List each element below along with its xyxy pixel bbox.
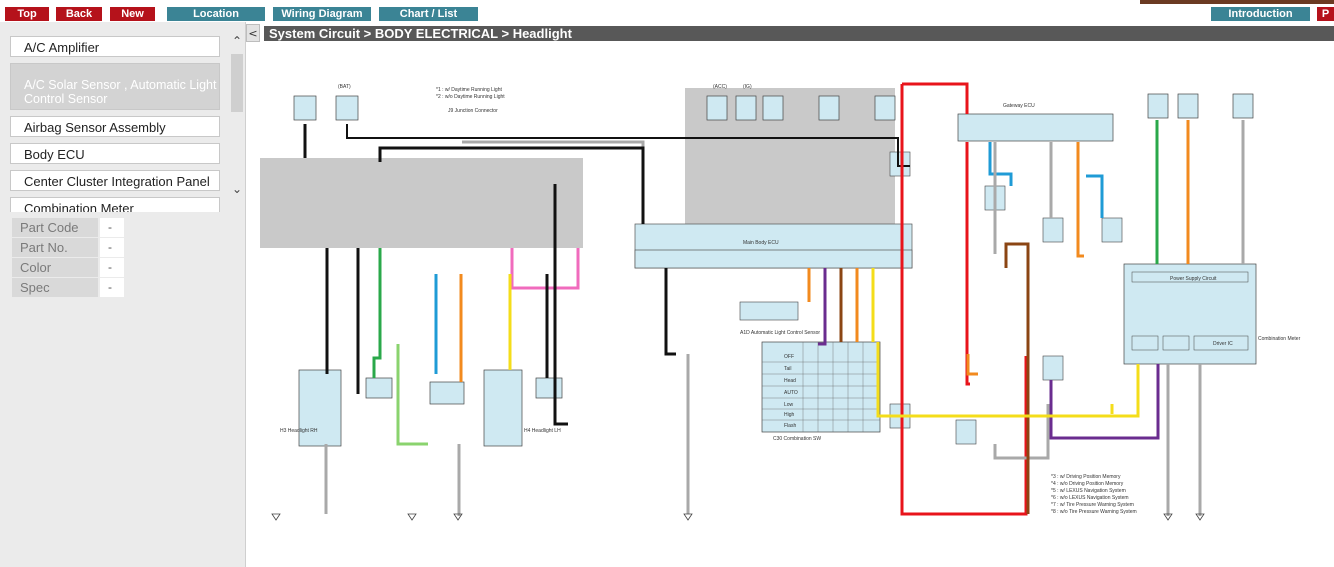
list-item[interactable]: Center Cluster Integration Panel — [10, 170, 220, 191]
collapse-panel-button[interactable]: < — [246, 24, 260, 42]
list-item-selected[interactable]: A/C Solar Sensor , Automatic Light Contr… — [10, 63, 220, 110]
switch-head-label: Head — [784, 378, 796, 384]
top-toolbar: Top Back New Location Wiring Diagram Cha… — [0, 0, 1334, 22]
note-bottom-2: *4 : w/o Driving Position Memory — [1051, 481, 1124, 487]
combination-meter-label: Combination Meter — [1258, 336, 1301, 342]
note-bottom-4: *6 : w/o LEXUS Navigation System — [1051, 495, 1129, 501]
switch-auto-label: AUTO — [784, 390, 798, 396]
location-button[interactable]: Location — [167, 7, 265, 21]
back-button[interactable]: Back — [56, 7, 102, 21]
list-item[interactable]: A/C Amplifier — [10, 36, 220, 57]
property-value: - — [100, 218, 124, 237]
wire-harness — [303, 82, 1245, 516]
driver-ic-label: Driver IC — [1213, 341, 1233, 347]
property-value: - — [100, 258, 124, 277]
switch-off-label: OFF — [784, 354, 794, 360]
combination-switch[interactable] — [761, 341, 881, 433]
relay-block — [260, 158, 583, 248]
list-item[interactable]: Body ECU — [10, 143, 220, 164]
property-row: Part Code - — [12, 218, 124, 237]
headlight-rh-label: H3 Headlight RH — [280, 428, 318, 434]
note-top-1: *1 : w/ Daytime Running Light — [436, 87, 502, 93]
property-row: Part No. - — [12, 238, 124, 257]
property-label: Part Code — [12, 218, 98, 237]
property-row: Spec - — [12, 278, 124, 297]
note-bottom-6: *8 : w/o Tire Pressure Warning System — [1051, 509, 1137, 515]
component-list[interactable]: A/C Amplifier A/C Solar Sensor , Automat… — [10, 34, 230, 212]
list-item[interactable]: Combination Meter — [10, 197, 220, 212]
chevron-up-icon[interactable]: ⌃ — [231, 34, 243, 48]
part-properties: Part Code - Part No. - Color - Spec - — [12, 218, 124, 298]
new-button[interactable]: New — [110, 7, 155, 21]
note-top-2: *2 : w/o Daytime Running Light — [436, 94, 505, 100]
property-row: Color - — [12, 258, 124, 277]
wiring-diagram[interactable]: Gateway ECU Power Supply Circuit Driver … — [258, 44, 1334, 567]
ground-icon — [271, 513, 1205, 521]
list-scrollbar[interactable]: ⌃ ⌄ — [230, 34, 244, 202]
switch-tail-label: Tail — [784, 366, 792, 372]
switch-low-label: Low — [784, 402, 794, 408]
note-bottom-5: *7 : w/ Tire Pressure Warning System — [1051, 502, 1134, 508]
property-label: Part No. — [12, 238, 98, 257]
switch-high-label: High — [784, 412, 795, 418]
gateway-ecu[interactable] — [957, 113, 1114, 142]
power-supply-label: Power Supply Circuit — [1170, 276, 1217, 282]
scrollbar-thumb[interactable] — [231, 54, 243, 112]
list-item[interactable]: Airbag Sensor Assembly — [10, 116, 220, 137]
property-value: - — [100, 238, 124, 257]
chart-list-button[interactable]: Chart / List — [379, 7, 478, 21]
fuse-bat-label: (BAT) — [338, 84, 351, 90]
headlight-lh-unit[interactable] — [483, 369, 523, 447]
chevron-down-icon[interactable]: ⌄ — [231, 182, 243, 196]
headlight-rh-unit[interactable] — [298, 369, 342, 447]
fuse-ig-label: (IG) — [743, 84, 752, 90]
property-label: Color — [12, 258, 98, 277]
note-bottom-1: *3 : w/ Driving Position Memory — [1051, 474, 1121, 480]
gateway-ecu-label: Gateway ECU — [1003, 103, 1035, 109]
introduction-button[interactable]: Introduction — [1211, 7, 1310, 21]
switch-flash-label: Flash — [784, 423, 796, 429]
note-bottom-3: *5 : w/ LEXUS Navigation System — [1051, 488, 1126, 494]
p-button[interactable]: P — [1317, 7, 1334, 21]
top-right-strip — [1140, 0, 1334, 4]
fuse-acc-label: (ACC) — [713, 84, 727, 90]
property-label: Spec — [12, 278, 98, 297]
property-value: - — [100, 278, 124, 297]
main-body-ecu-label: Main Body ECU — [743, 240, 779, 246]
headlight-lh-label: H4 Headlight LH — [524, 428, 561, 434]
junction-connector-label: J9 Junction Connector — [448, 108, 498, 114]
wiring-diagram-button[interactable]: Wiring Diagram — [273, 7, 371, 21]
breadcrumb: System Circuit > BODY ELECTRICAL > Headl… — [264, 26, 1334, 41]
left-panel: A/C Amplifier A/C Solar Sensor , Automat… — [0, 22, 246, 567]
light-sensor-label: A1D Automatic Light Control Sensor — [740, 330, 820, 336]
top-button[interactable]: Top — [5, 7, 49, 21]
fuses-top — [293, 93, 1254, 121]
main-body-ecu-pins — [634, 249, 913, 269]
combination-switch-label: C30 Combination SW — [773, 436, 821, 442]
